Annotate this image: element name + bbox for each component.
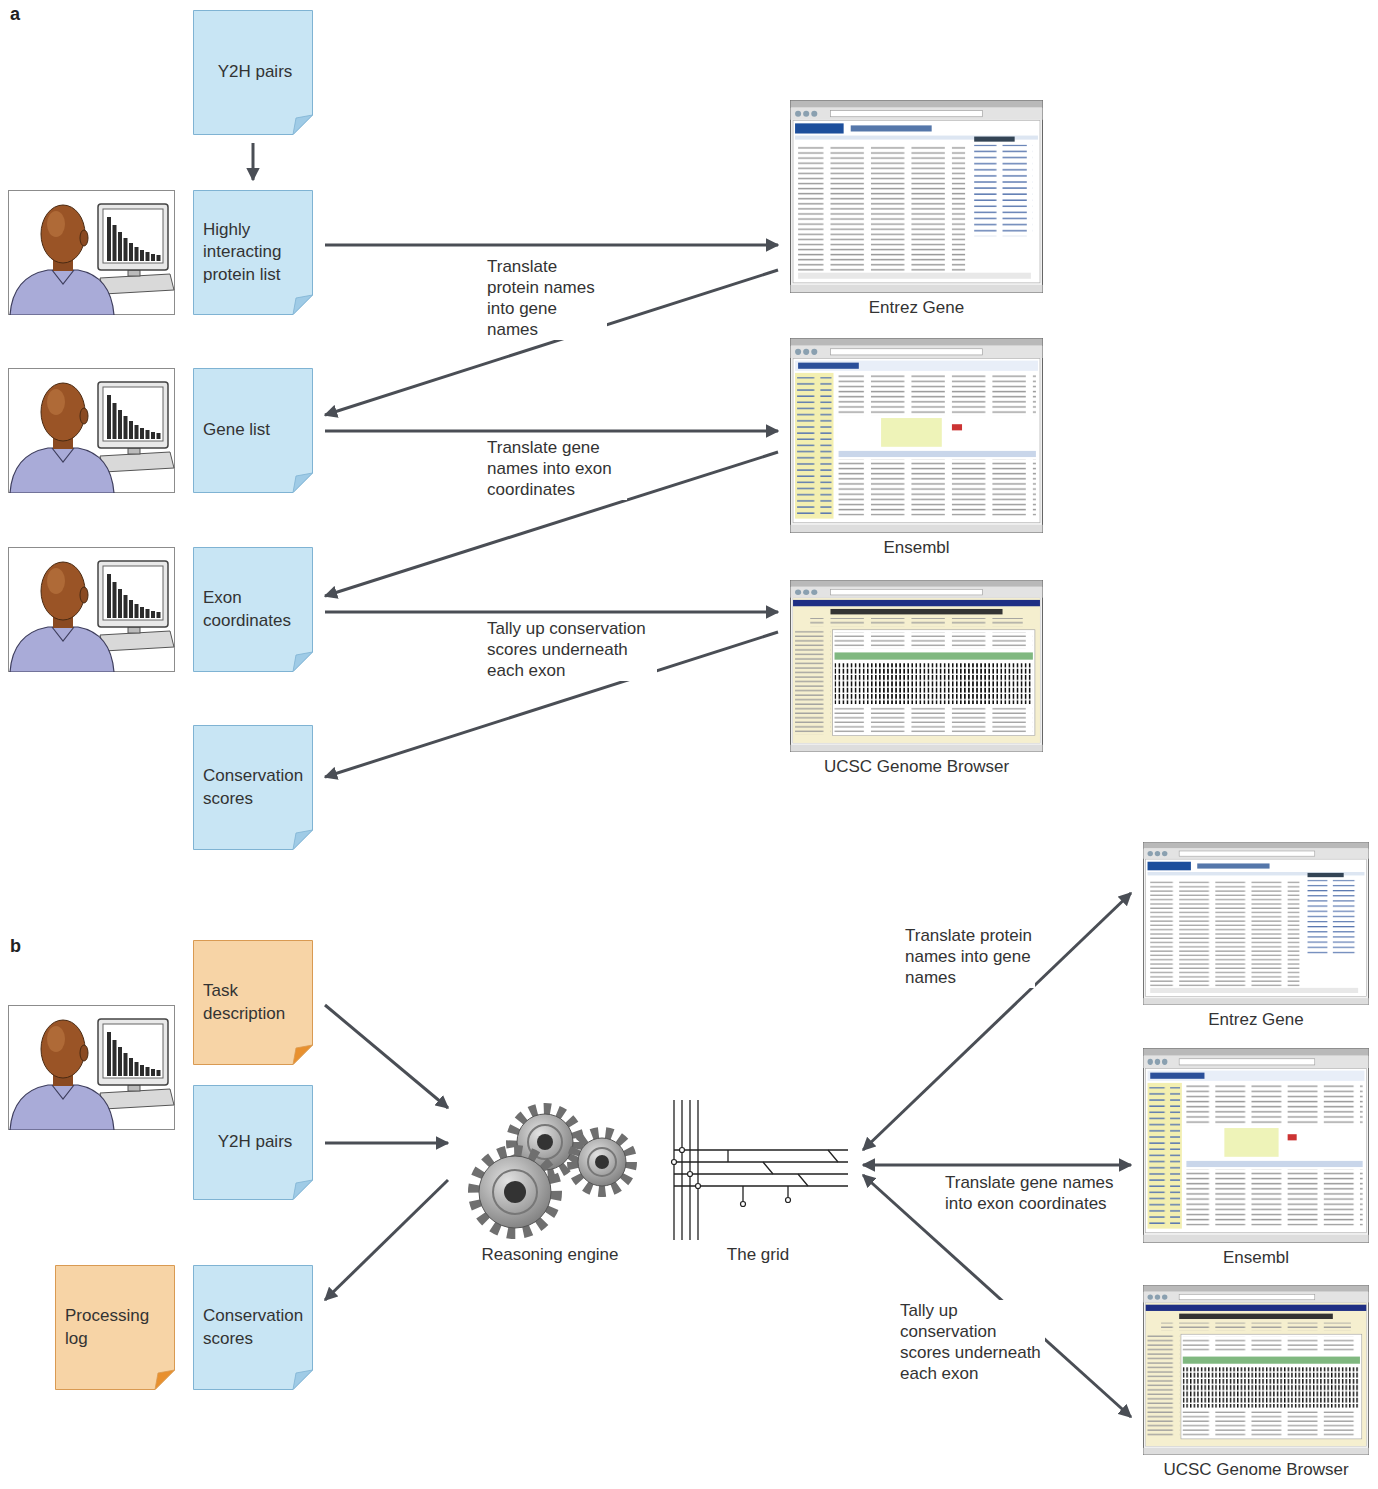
document-shape xyxy=(55,1265,175,1390)
connector-arrow xyxy=(252,143,255,180)
document-outline xyxy=(194,1266,313,1390)
page-fold xyxy=(293,473,313,493)
document-box: Gene list xyxy=(193,368,313,493)
gears-figure xyxy=(460,1100,640,1240)
resource-figure: UCSC Genome Browser xyxy=(790,580,1043,778)
document-shape xyxy=(193,547,313,672)
figure-picture xyxy=(791,101,1043,293)
connector-arrow xyxy=(863,893,1131,1150)
figure-caption: Entrez Gene xyxy=(869,297,964,319)
connector-arrow xyxy=(325,1142,448,1145)
document-outline xyxy=(194,191,313,315)
edge-label: Translate gene names into exon coordinat… xyxy=(945,1172,1120,1214)
connector-arrow xyxy=(325,244,778,247)
resource-figure: UCSC Genome Browser xyxy=(1143,1285,1369,1481)
person-at-computer xyxy=(9,548,175,673)
screenshot-figure xyxy=(1143,1285,1369,1455)
document-box: Y2H pairs xyxy=(193,10,313,135)
panel-letter: a xyxy=(10,4,20,25)
screenshot-figure xyxy=(1143,1048,1369,1243)
document-box: Highly interacting protein list xyxy=(193,190,313,315)
screenshot-figure xyxy=(790,338,1043,533)
document-box: Task description xyxy=(193,940,313,1065)
page-fold xyxy=(293,1045,313,1065)
edge-label: Translate protein names into gene names xyxy=(487,256,607,340)
document-box: Y2H pairs xyxy=(193,1085,313,1200)
document-outline xyxy=(194,726,313,850)
document-outline xyxy=(56,1266,175,1390)
figure-picture xyxy=(791,580,1043,751)
connector-arrow xyxy=(325,1005,448,1108)
edge-label: Translate gene names into exon coordinat… xyxy=(487,437,627,500)
box-text: Conservation scores xyxy=(203,1305,307,1349)
figure-caption: UCSC Genome Browser xyxy=(1163,1459,1348,1481)
connector-arrow xyxy=(325,1180,448,1300)
box-text: Gene list xyxy=(203,419,307,441)
document-box: Conservation scores xyxy=(193,725,313,850)
box-text: Y2H pairs xyxy=(203,1131,307,1153)
box-text: Processing log xyxy=(65,1305,169,1349)
connector-arrow xyxy=(325,611,778,614)
screenshot-figure xyxy=(790,100,1043,293)
grid-figure xyxy=(668,1100,848,1240)
figure-caption: Entrez Gene xyxy=(1208,1009,1303,1031)
screenshot-figure xyxy=(1143,842,1369,1005)
figure-picture xyxy=(1143,842,1368,1004)
person-at-computer xyxy=(9,191,175,316)
screenshot-figure xyxy=(790,580,1043,752)
document-outline xyxy=(194,1086,313,1200)
figure-picture xyxy=(1143,1049,1368,1243)
figure-caption: UCSC Genome Browser xyxy=(824,756,1009,778)
resource-figure: Ensembl xyxy=(1143,1048,1369,1269)
person-at-computer xyxy=(9,369,175,494)
page-fold xyxy=(293,652,313,672)
figure-picture xyxy=(474,1109,631,1233)
connectors xyxy=(253,143,1131,1417)
figure-caption: Ensembl xyxy=(883,537,949,559)
page-fold xyxy=(293,1370,313,1390)
edge-label: Tally up conservation scores underneath … xyxy=(487,618,657,681)
document-outline xyxy=(194,369,313,493)
resource-figure: The grid xyxy=(668,1100,848,1266)
resource-figure: Entrez Gene xyxy=(790,100,1043,319)
edge-label: Translate protein names into gene names xyxy=(905,925,1035,988)
box-text: Y2H pairs xyxy=(203,61,307,83)
figure-picture xyxy=(672,1100,849,1240)
page-fold xyxy=(293,1180,313,1200)
document-outline xyxy=(194,941,313,1065)
box-text: Task description xyxy=(203,980,307,1024)
document-outline xyxy=(194,548,313,672)
resource-figure: Ensembl xyxy=(790,338,1043,559)
document-box: Processing log xyxy=(55,1265,175,1390)
resource-figure: Entrez Gene xyxy=(1143,842,1369,1031)
page-fold xyxy=(155,1370,175,1390)
page-fold xyxy=(293,295,313,315)
page-fold xyxy=(293,115,313,135)
figure-picture xyxy=(1143,1285,1368,1454)
connector-arrow xyxy=(863,1164,1131,1167)
figure-caption: Ensembl xyxy=(1223,1247,1289,1269)
document-box: Conservation scores xyxy=(193,1265,313,1390)
document-box: Exon coordinates xyxy=(193,547,313,672)
people-icons xyxy=(9,191,175,1131)
document-shape xyxy=(193,725,313,850)
document-shape xyxy=(193,940,313,1065)
edge-label: Tally up conservation scores underneath … xyxy=(900,1300,1045,1384)
figure-picture xyxy=(791,339,1043,533)
figure-caption: Reasoning engine xyxy=(481,1244,618,1266)
box-text: Conservation scores xyxy=(203,765,307,809)
document-outline xyxy=(194,11,313,135)
document-shape xyxy=(193,1265,313,1390)
panel-letter: b xyxy=(10,936,21,957)
person-at-computer xyxy=(9,1006,175,1131)
resource-figure: Reasoning engine xyxy=(460,1100,640,1266)
page-fold xyxy=(293,830,313,850)
figure-caption: The grid xyxy=(727,1244,789,1266)
box-text: Highly interacting protein list xyxy=(203,219,307,285)
box-text: Exon coordinates xyxy=(203,587,307,631)
connector-arrow xyxy=(325,430,778,433)
